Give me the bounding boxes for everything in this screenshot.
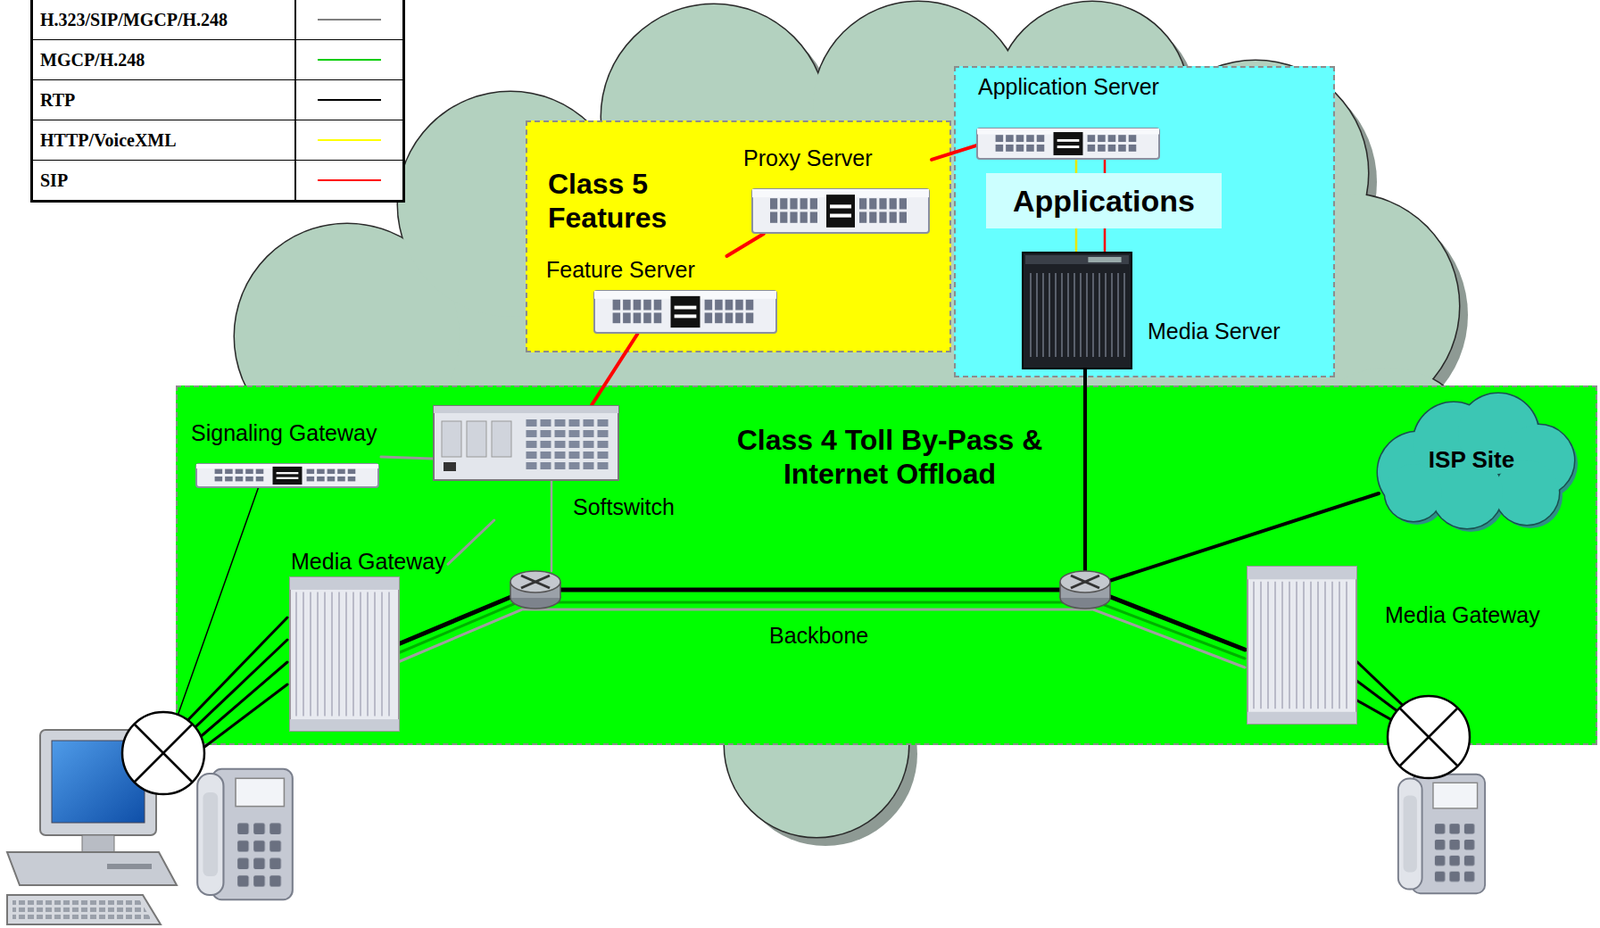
http-voicexml-link [1075, 159, 1078, 252]
legend-cell: HTTP/VoiceXML [33, 120, 297, 160]
rtp-wires [176, 367, 1419, 759]
legend-line [296, 80, 403, 119]
node-label: Proxy Server [743, 144, 872, 172]
chassis-icon [432, 405, 620, 481]
legend-cell: MGCP/H.248 [33, 40, 297, 80]
legend-text: MGCP/H.248 [40, 49, 145, 71]
legend-text: SIP [40, 170, 68, 191]
server-icon [593, 290, 778, 334]
class5-region: Class 5 Features Proxy ServerFeature Serv… [525, 120, 952, 353]
legend-cell: RTP [33, 80, 297, 120]
media-gateway: Media Gateway [1246, 565, 1542, 725]
legend-row: SIP [33, 160, 403, 200]
legend-table: H.323/SIP/MGCP/H.248MGCP/H.248RTP HTTP/Vo… [30, 0, 406, 203]
server-icon [976, 127, 1161, 160]
node-label: Class 4 Toll By-Pass & Internet Offload [711, 422, 1069, 492]
switch-circle [1387, 696, 1470, 779]
backbone-label: Backbone [769, 621, 869, 649]
sip-link [591, 333, 638, 406]
applications-region: Applications Application ServerMedia Serv… [953, 66, 1335, 378]
media-server: Media Server [1021, 251, 1283, 370]
feature-server: Feature Server [546, 256, 780, 334]
legend-row: MGCP/H.248 [33, 40, 403, 81]
softswitch: Softswitch [432, 405, 677, 521]
server-icon [751, 188, 930, 234]
sip-link [1103, 159, 1107, 252]
legend-row: H.323/SIP/MGCP/H.248 [33, 0, 403, 41]
legend-line [296, 160, 403, 199]
switch-circle [122, 712, 205, 795]
signaling-gateway: Signaling Gateway [190, 419, 382, 489]
node-label: Media Server [1147, 317, 1281, 345]
legend-row: HTTP/VoiceXML [33, 120, 403, 161]
dark-icon [1021, 251, 1133, 370]
node-label: Media Gateway [290, 547, 447, 575]
isp-cloud: ISP Site [1364, 387, 1579, 533]
node-label: Application Server [978, 73, 1160, 100]
legend-text: RTP [40, 90, 75, 111]
node-label: Signaling Gateway [190, 419, 377, 447]
rack-icon [1246, 565, 1358, 725]
sip-link [726, 233, 763, 257]
legend-line [296, 0, 403, 39]
telephone [1398, 774, 1485, 894]
node-label: Applications [986, 173, 1222, 229]
control-link [381, 456, 433, 459]
node-label: Feature Server [546, 256, 696, 283]
legend-line [296, 120, 403, 159]
label-holder: Backbone [769, 621, 869, 649]
node-label: Softswitch [572, 493, 675, 521]
telephone [197, 769, 293, 900]
rack-icon [289, 576, 400, 732]
class4-region: Class 4 Toll By-Pass & Internet OffloadS… [175, 385, 1598, 746]
node-label: Class 5 Features [547, 166, 727, 236]
legend-cell: H.323/SIP/MGCP/H.248 [33, 0, 297, 40]
control-link [447, 520, 495, 564]
legend-row: RTP [33, 80, 403, 121]
sip-link [931, 145, 977, 160]
legend-line [296, 40, 403, 79]
application-server: Application Server [976, 73, 1162, 160]
legend-text: HTTP/VoiceXML [40, 130, 177, 151]
proxy-server: Proxy Server [743, 144, 932, 234]
node-label: ISP Site [1428, 446, 1515, 474]
node-label: Media Gateway [1384, 601, 1541, 629]
router [1060, 571, 1111, 609]
legend-text: H.323/SIP/MGCP/H.248 [40, 9, 228, 31]
router [510, 571, 561, 609]
media-gateway: Media Gateway [289, 547, 448, 732]
server-icon [195, 463, 380, 489]
legend-cell: SIP [33, 160, 297, 200]
